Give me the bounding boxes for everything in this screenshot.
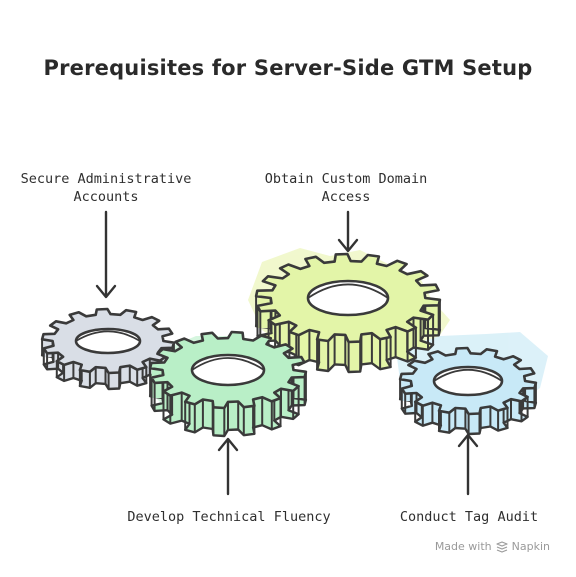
made-with-napkin-badge[interactable]: Made with Napkin	[435, 540, 550, 553]
arrows	[95, 210, 479, 496]
gear-fluency	[148, 330, 308, 438]
label-secure-administrative-accounts: Secure Administrative Accounts	[20, 170, 192, 206]
napkin-brand-text: Napkin	[511, 540, 550, 553]
label-line: Conduct Tag Audit	[399, 509, 539, 525]
gear-hole	[432, 365, 504, 397]
gear-hole	[306, 279, 390, 317]
label-line: Develop Technical Fluency	[127, 509, 331, 525]
gear-hole	[190, 353, 266, 387]
gear-hole-wall	[433, 369, 503, 382]
label-line: Obtain Custom Domain	[264, 171, 428, 187]
gear-hole-wall	[191, 357, 265, 371]
arrow-domain	[337, 210, 359, 253]
label-obtain-custom-domain-access: Obtain Custom Domain Access	[258, 170, 434, 206]
gear-hole-wall	[307, 283, 389, 299]
napkin-logo-icon	[496, 540, 508, 553]
label-conduct-tag-audit: Conduct Tag Audit	[394, 508, 544, 526]
gear-hole	[74, 327, 142, 355]
arrow-admin	[95, 210, 117, 299]
diagram-title: Prerequisites for Server-Side GTM Setup	[43, 56, 533, 80]
gear-audit	[398, 346, 538, 436]
label-develop-technical-fluency: Develop Technical Fluency	[124, 508, 334, 526]
label-line: Accounts	[73, 189, 139, 205]
made-with-text: Made with	[434, 540, 492, 553]
gear-domain	[254, 252, 442, 374]
arrow-audit	[457, 433, 479, 496]
arrow-fluency	[217, 437, 239, 496]
label-line: Secure Administrative	[20, 171, 192, 187]
gear-hole-wall	[75, 330, 141, 342]
label-line: Access	[321, 189, 371, 205]
